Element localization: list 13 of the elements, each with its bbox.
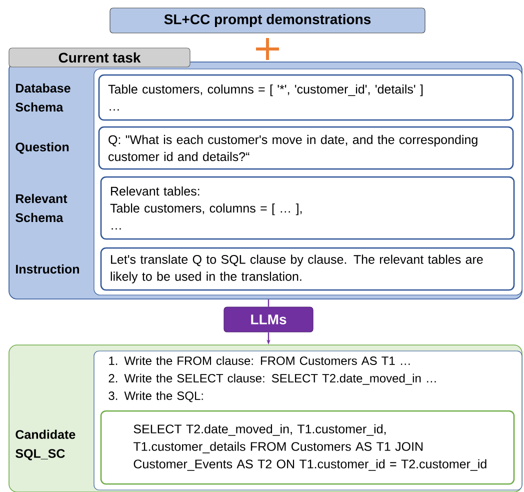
sql-box: SELECT T2.date_moved_in, T1.customer_id, T1.customer_details FROM Customers AS T1 JOIN Customer_Events AS T2 ON T1.customer_id = T2.customer_id bbox=[100, 410, 515, 485]
demonstration-box: SL+CC prompt demonstrations bbox=[110, 8, 426, 34]
node-label: Current task bbox=[58, 52, 141, 63]
model-box: LLMs bbox=[224, 306, 314, 332]
row-label: Relevant Schema bbox=[16, 194, 68, 222]
connector bbox=[268, 299, 270, 307]
row-label: Question bbox=[16, 142, 69, 154]
row-label: Instruction bbox=[16, 264, 79, 274]
text-box: Table customers, columns = [ '*', 'customer_id', 'details' ] … bbox=[98, 74, 514, 121]
row-label: Database Schema bbox=[16, 83, 70, 112]
text-box: Let's translate Q to SQL clause by clause. The relevant tables are likely to be used in the translation. bbox=[100, 247, 515, 291]
text-box: Q: "What is each customer's move in date, and the corresponding customer id and details?“ bbox=[98, 126, 514, 170]
text-box: Relevant tables: Table customers, columns = [ … ], … bbox=[100, 176, 515, 240]
